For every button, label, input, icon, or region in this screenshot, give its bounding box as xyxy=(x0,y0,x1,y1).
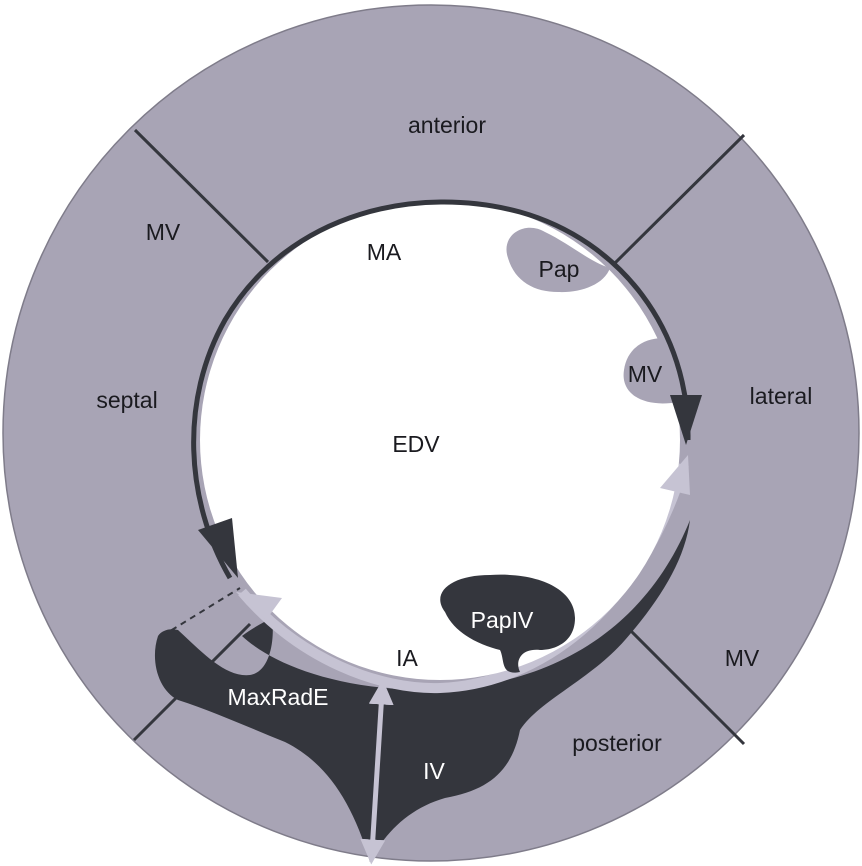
label-mv-bottom-right: MV xyxy=(725,645,760,671)
label-lateral: lateral xyxy=(750,383,813,409)
label-papiv: PapIV xyxy=(471,607,534,633)
label-maxrade: MaxRadE xyxy=(228,684,329,710)
label-mv-top-left: MV xyxy=(146,219,181,245)
label-ma: MA xyxy=(367,239,402,265)
label-mv-lateral: MV xyxy=(628,361,663,387)
label-pap: Pap xyxy=(539,256,580,282)
label-anterior: anterior xyxy=(408,112,486,138)
label-edv: EDV xyxy=(392,431,440,457)
label-iv: IV xyxy=(423,758,445,784)
label-ia: IA xyxy=(396,645,418,671)
label-septal: septal xyxy=(96,387,157,413)
label-posterior: posterior xyxy=(572,730,662,756)
